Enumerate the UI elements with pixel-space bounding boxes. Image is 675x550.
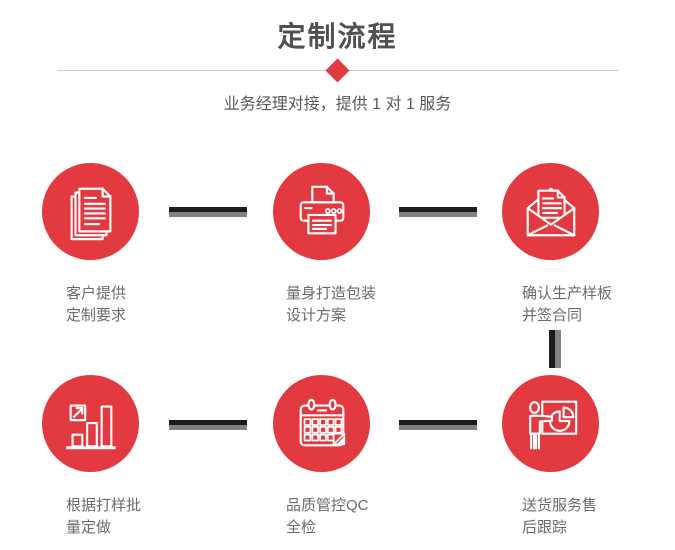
step-label-line1: 确认生产样板 — [522, 285, 613, 302]
step-label: 送货服务售 后跟踪 — [522, 495, 597, 539]
section-subtitle: 业务经理对接，提供 1 对 1 服务 — [223, 96, 452, 113]
step-label-line2: 全检 — [286, 519, 317, 536]
step-label: 客户提供 定制要求 — [66, 283, 126, 327]
step-label-line2: 后跟踪 — [522, 519, 568, 536]
step-label: 品质管控QC 全检 — [286, 495, 369, 539]
step-label: 根据打样批 量定做 — [66, 495, 141, 539]
step-circle — [42, 375, 139, 472]
presenter-icon — [528, 400, 577, 449]
step-label-line2: 并签合同 — [522, 307, 583, 324]
step-label-line1: 根据打样批 — [66, 497, 142, 514]
step-circle — [42, 163, 139, 260]
printer-icon — [299, 185, 344, 234]
step-label-line2: 量定做 — [66, 519, 112, 536]
step-circle — [502, 375, 599, 472]
step-label: 量身打造包装 设计方案 — [286, 283, 376, 327]
step-circle — [273, 375, 370, 472]
step-label-line1: 客户提供 — [66, 285, 127, 302]
step-label-line2: 设计方案 — [286, 307, 347, 324]
step-label-line1: 送货服务售 — [522, 497, 598, 514]
step-label: 确认生产样板 并签合同 — [522, 283, 612, 327]
calendar-icon — [299, 398, 346, 446]
step-label-line1: 品质管控QC — [286, 497, 369, 514]
envelope-icon — [525, 187, 576, 237]
bar-chart-icon — [65, 404, 116, 449]
page-title: 定制流程 — [277, 21, 398, 52]
step-label-line2: 定制要求 — [66, 307, 127, 324]
step-circle — [502, 163, 599, 260]
connector-horizontal — [169, 420, 247, 430]
diamond-icon — [325, 58, 350, 83]
step-label-line1: 量身打造包装 — [286, 285, 377, 302]
connector-horizontal — [169, 207, 247, 217]
connector-vertical — [549, 330, 561, 368]
connector-horizontal — [399, 207, 477, 217]
documents-icon — [70, 187, 111, 240]
step-circle — [273, 163, 370, 260]
connector-horizontal — [399, 420, 477, 430]
